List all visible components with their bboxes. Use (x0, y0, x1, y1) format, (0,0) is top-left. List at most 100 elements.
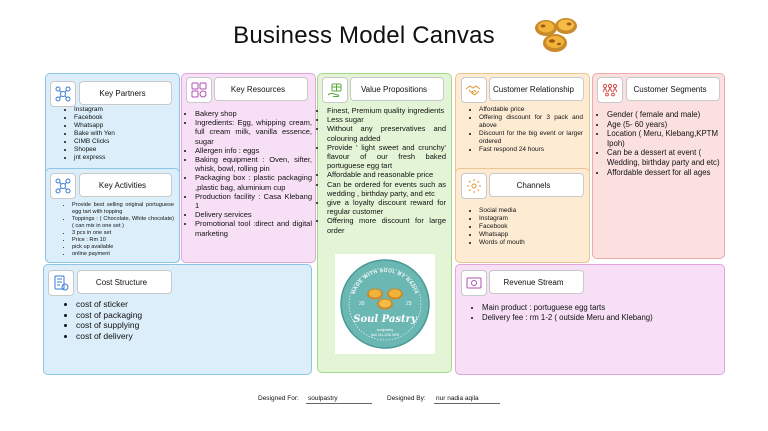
designed-by-label: Designed By: (387, 395, 426, 402)
cost-structure-list: cost of sticker cost of packaging cost o… (66, 299, 266, 341)
list-item: Can be a dessert at event ( Wedding, bir… (607, 148, 722, 167)
list-item: Toppings : ( Chocolate, White chocolate)… (72, 216, 174, 230)
list-item: Can be ordered for events such as weddin… (327, 180, 446, 198)
canvas-title: Business Model Canvas (233, 22, 495, 49)
designed-for-label: Designed For: (258, 395, 299, 402)
logo-brand: Soul Pastry (353, 314, 418, 325)
list-item: Offering discount for 3 pack and above (479, 114, 583, 130)
list-item: Words of mouth (479, 239, 581, 247)
customer-segments-label: Customer Segments (633, 84, 707, 94)
list-item: Affordable dessert for all ages (607, 168, 722, 178)
list-item: Provide ' light sweet and crunchy' flavo… (327, 143, 446, 171)
revenue-stream-header: Revenue Stream (489, 270, 584, 294)
list-item: cost of delivery (76, 331, 266, 342)
network-people-icon (50, 173, 76, 199)
list-item: Offering more discount for large order (327, 216, 446, 234)
value-propositions-label: Value Propositions (360, 84, 428, 94)
list-item: Social media (479, 207, 581, 215)
revenue-icon (461, 270, 487, 296)
channels-box (455, 168, 590, 263)
list-item: cost of sticker (76, 299, 266, 310)
customer-segments-box (592, 73, 725, 259)
channels-list: Social media Instagram Facebook Whatsapp… (471, 207, 581, 247)
list-item: 3 pcs in one set (72, 230, 174, 237)
key-resources-header: Key Resources (214, 77, 308, 101)
list-item: Location ( Meru, Klebang,KPTM Ipoh) (607, 129, 722, 148)
list-item: Allergen info : eggs (195, 146, 312, 155)
channels-label: Channels (516, 180, 551, 190)
egg-tarts-icon (535, 18, 577, 52)
key-resources-label: Key Resources (230, 84, 286, 94)
list-item: Finest, Premium quality ingredients (327, 106, 446, 115)
list-item: Affordable price (479, 106, 583, 114)
list-item: give a loyalty discount reward for regul… (327, 198, 446, 216)
list-item: Bakery shop (195, 109, 312, 118)
key-partners-header: Key Partners (79, 81, 172, 105)
list-item: jnt express (74, 154, 176, 162)
list-item: Without any preservatives and colouring … (327, 124, 446, 142)
list-item: Promotional tool :direct and digital mar… (195, 219, 312, 237)
list-item: Shopee (74, 146, 176, 154)
list-item: Discount for the big event or larger ord… (479, 130, 583, 146)
list-item: Bake with Yen (74, 130, 176, 138)
cost-icon (48, 270, 74, 296)
list-item: Whatsapp (74, 122, 176, 130)
key-partners-label: Key Partners (99, 88, 146, 98)
network-people-icon (50, 81, 76, 107)
list-item: Age (5- 60 years) (607, 120, 722, 130)
list-item: Less sugar (327, 115, 446, 124)
list-item: Ingredients: Egg, whipping cream, full c… (195, 118, 312, 146)
people-group-icon (597, 77, 623, 103)
key-resources-box (181, 73, 316, 263)
list-item: online payment (72, 251, 174, 258)
handshake-icon (461, 77, 487, 103)
revenue-stream-list: Main product : portuguese egg tarts Deli… (472, 303, 722, 322)
logo-year-left: 20 (359, 301, 365, 307)
list-item: CIMB Clicks (74, 138, 176, 146)
key-activities-list: Provide best selling original portuguese… (64, 202, 174, 258)
revenue-stream-label: Revenue Stream (503, 277, 564, 287)
list-item: Facebook (74, 114, 176, 122)
gift-hand-icon (322, 77, 348, 103)
list-item: Baking equipment : Oven, sifter, whisk, … (195, 155, 312, 173)
soul-pastry-logo: MADE WITH SOUL BY NADIA 20 23 Soul Pastr… (335, 254, 435, 354)
list-item: Delivery services (195, 210, 312, 219)
list-item: cost of packaging (76, 310, 266, 321)
list-item: Main product : portuguese egg tarts (482, 303, 722, 313)
list-item: pick up available (72, 244, 174, 251)
list-item: Facebook (479, 223, 581, 231)
customer-relationship-header: Customer Relationship (489, 77, 584, 101)
list-item: Affordable and reasonable price (327, 170, 446, 179)
list-item: Price : Rm 10 (72, 237, 174, 244)
key-activities-label: Key Activities (98, 180, 147, 190)
resources-icon (186, 77, 212, 103)
key-activities-header: Key Activities (79, 173, 172, 197)
cost-structure-label: Cost Structure (95, 277, 148, 287)
logo-phone: Ipoh 011-1234 5678 (371, 333, 400, 337)
list-item: Packaging box : plastic packaging ,plast… (195, 173, 312, 191)
list-item: Fast respond 24 hours (479, 146, 583, 154)
key-partners-list: Instagram Facebook Whatsapp Bake with Ye… (66, 106, 176, 162)
list-item: Instagram (74, 106, 176, 114)
customer-segments-list: Gender ( female and male) Age (5- 60 yea… (597, 110, 722, 177)
designed-for-value: soulpastry (306, 395, 372, 404)
channels-header: Channels (489, 173, 584, 197)
logo-handle: soulpastry (377, 328, 394, 332)
broadcast-icon (461, 173, 487, 199)
value-propositions-header: Value Propositions (350, 77, 444, 101)
customer-relationship-label: Customer Relationship (493, 84, 574, 94)
logo-year-right: 23 (406, 301, 412, 307)
key-activities-box (45, 168, 180, 263)
designed-by-value: nur nadia aqila (434, 395, 500, 404)
list-item: Provide best selling original portuguese… (72, 202, 174, 216)
key-resources-list: Bakery shop Ingredients: Egg, whipping c… (186, 109, 312, 238)
customer-segments-header: Customer Segments (626, 77, 720, 101)
value-propositions-list: Finest, Premium quality ingredients Less… (318, 106, 446, 235)
customer-relationship-list: Affordable price Offering discount for 3… (471, 106, 583, 154)
list-item: Production facility : Casa Klebang 1 (195, 192, 312, 210)
list-item: Delivery fee : rm 1-2 ( outside Meru and… (482, 313, 722, 323)
list-item: cost of supplying (76, 320, 266, 331)
list-item: Gender ( female and male) (607, 110, 722, 120)
cost-structure-header: Cost Structure (77, 270, 172, 294)
list-item: Whatsapp (479, 231, 581, 239)
